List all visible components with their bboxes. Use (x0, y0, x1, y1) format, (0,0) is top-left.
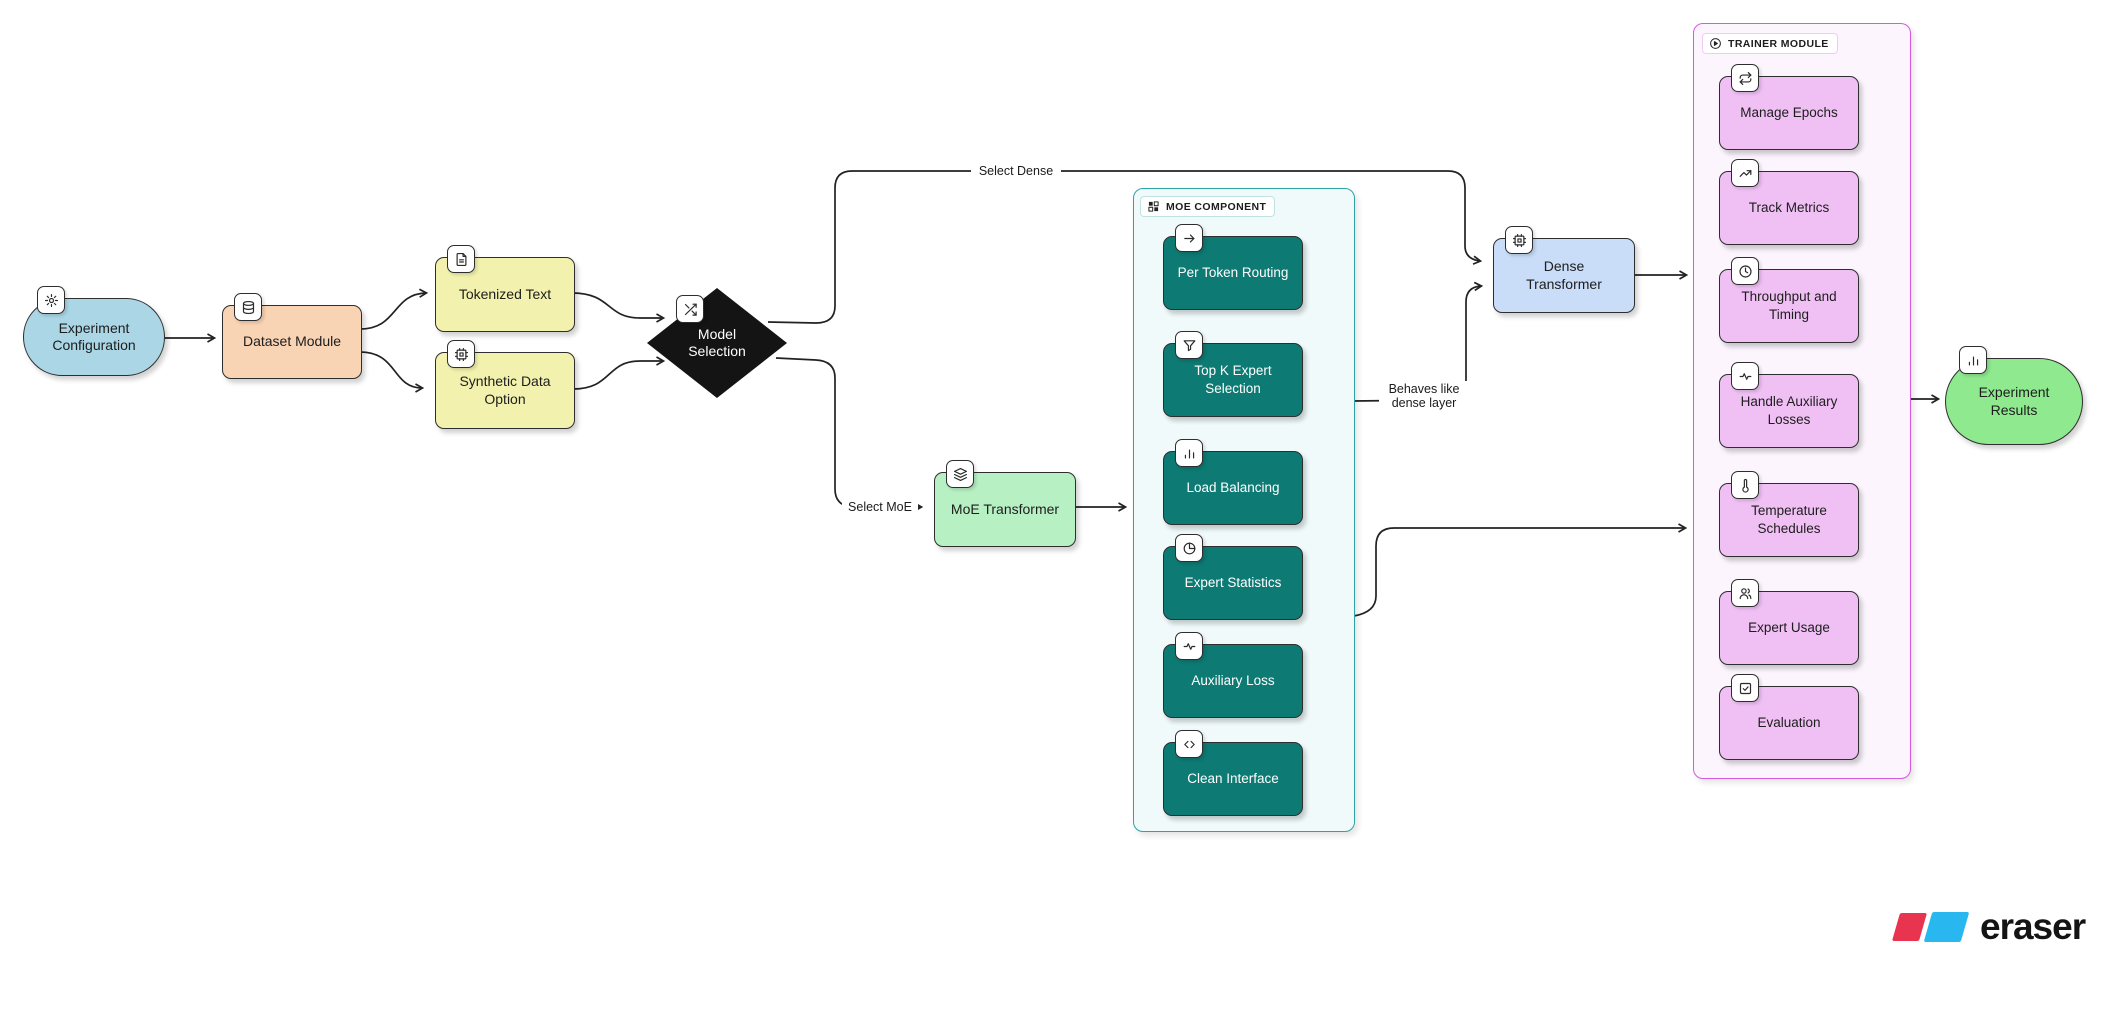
node-label: Per Token Routing (1177, 265, 1289, 281)
layers-icon (946, 460, 974, 488)
node-label: Clean Interface (1187, 771, 1279, 787)
node-label: Dataset Module (242, 333, 342, 350)
node-throughput-and-timing: Throughput and Timing (1719, 257, 1859, 343)
node-clean-interface: Clean Interface (1163, 730, 1303, 816)
node-per-token-routing: Per Token Routing (1163, 224, 1303, 310)
layout-grid-icon (1148, 201, 1159, 212)
node-label: Expert Usage (1748, 620, 1830, 636)
clock-icon (1731, 257, 1759, 285)
node-handle-auxiliary-losses: Handle Auxiliary Losses (1719, 362, 1859, 448)
node-track-metrics: Track Metrics (1719, 159, 1859, 245)
pie-chart-icon (1175, 534, 1203, 562)
node-label: Handle Auxiliary Losses (1740, 394, 1838, 427)
node-dataset-module: Dataset Module (222, 293, 362, 379)
node-label: Track Metrics (1748, 200, 1830, 216)
node-top-k-expert-selection: Top K Expert Selection (1163, 331, 1303, 417)
node-label: Top K Expert Selection (1194, 363, 1272, 396)
connector-select-dense (767, 170, 1483, 324)
trending-up-icon (1731, 159, 1759, 187)
node-label: Evaluation (1757, 715, 1821, 731)
gear-icon (37, 286, 65, 314)
funnel-icon (1175, 331, 1203, 359)
node-label: Model Selection (688, 325, 746, 360)
thermometer-icon (1731, 471, 1759, 499)
node-experiment-results: Experiment Results (1945, 346, 2083, 445)
connector-moegroup-trainer (1353, 523, 1688, 617)
play-circle-icon (1710, 38, 1721, 49)
node-synthetic-data-option: Synthetic Data Option (435, 340, 575, 429)
connector-select-moe (775, 357, 924, 512)
group-label: TRAINER MODULE (1728, 37, 1829, 50)
node-label: Temperature Schedules (1751, 503, 1827, 536)
node-load-balancing: Load Balancing (1163, 439, 1303, 525)
eraser-watermark: eraser (1891, 906, 2086, 948)
arrow-right-icon (1175, 224, 1203, 252)
check-square-icon (1731, 674, 1759, 702)
node-label: Load Balancing (1186, 480, 1280, 496)
edge-label-behaves-like-dense: Behaves like dense layer (1379, 381, 1469, 411)
eraser-brand-text: eraser (1980, 906, 2086, 947)
code-icon (1175, 730, 1203, 758)
node-model-selection: Model Selection (647, 288, 787, 398)
node-label: Dense Transformer (1526, 258, 1602, 292)
trainer-module-header: TRAINER MODULE (1702, 33, 1838, 54)
connector-synthetic-diamond (572, 356, 666, 390)
node-tokenized-text: Tokenized Text (435, 245, 575, 332)
node-label: Expert Statistics (1184, 575, 1282, 591)
connector-dataset-synthetic (359, 351, 425, 393)
node-label: Synthetic Data Option (459, 373, 551, 407)
group-trainer-module: TRAINER MODULE Manage Epochs Track Metri… (1693, 23, 1911, 779)
file-text-icon (447, 245, 475, 273)
activity-icon (1731, 362, 1759, 390)
node-manage-epochs: Manage Epochs (1719, 64, 1859, 150)
activity-icon (1175, 632, 1203, 660)
chip-icon (447, 340, 475, 368)
edge-label-select-moe: Select MoE (842, 499, 918, 515)
node-label: Experiment Configuration (52, 319, 136, 354)
node-temperature-schedules: Temperature Schedules (1719, 471, 1859, 557)
shuffle-icon (676, 295, 704, 323)
group-moe-component: MOE COMPONENT Per Token Routing Top K Ex… (1133, 188, 1355, 832)
node-label: Experiment Results (1978, 384, 2050, 418)
node-expert-usage: Expert Usage (1719, 579, 1859, 665)
node-expert-statistics: Expert Statistics (1163, 534, 1303, 620)
edge-label-select-dense: Select Dense (971, 163, 1061, 179)
users-icon (1731, 579, 1759, 607)
node-label: Tokenized Text (458, 285, 552, 302)
node-experiment-configuration: Experiment Configuration (23, 286, 165, 376)
node-label: MoE Transformer (950, 500, 1060, 517)
node-auxiliary-loss: Auxiliary Loss (1163, 632, 1303, 718)
group-label: MOE COMPONENT (1166, 200, 1267, 213)
bar-chart-icon (1175, 439, 1203, 467)
eraser-logo-blue (1923, 912, 1970, 942)
connector-tokenized-diamond (571, 292, 666, 323)
node-label: Manage Epochs (1740, 105, 1838, 121)
bar-chart-icon (1959, 346, 1987, 374)
chip-icon (1505, 226, 1533, 254)
node-evaluation: Evaluation (1719, 674, 1859, 760)
moe-component-header: MOE COMPONENT (1140, 196, 1276, 217)
node-label: Auxiliary Loss (1191, 673, 1275, 689)
connector-dataset-tokenized (359, 288, 429, 330)
eraser-logo-red (1891, 913, 1928, 941)
node-label: Throughput and Timing (1741, 289, 1837, 322)
node-moe-transformer: MoE Transformer (934, 460, 1076, 547)
node-dense-transformer: Dense Transformer (1493, 226, 1635, 313)
database-icon (234, 293, 262, 321)
repeat-icon (1731, 64, 1759, 92)
